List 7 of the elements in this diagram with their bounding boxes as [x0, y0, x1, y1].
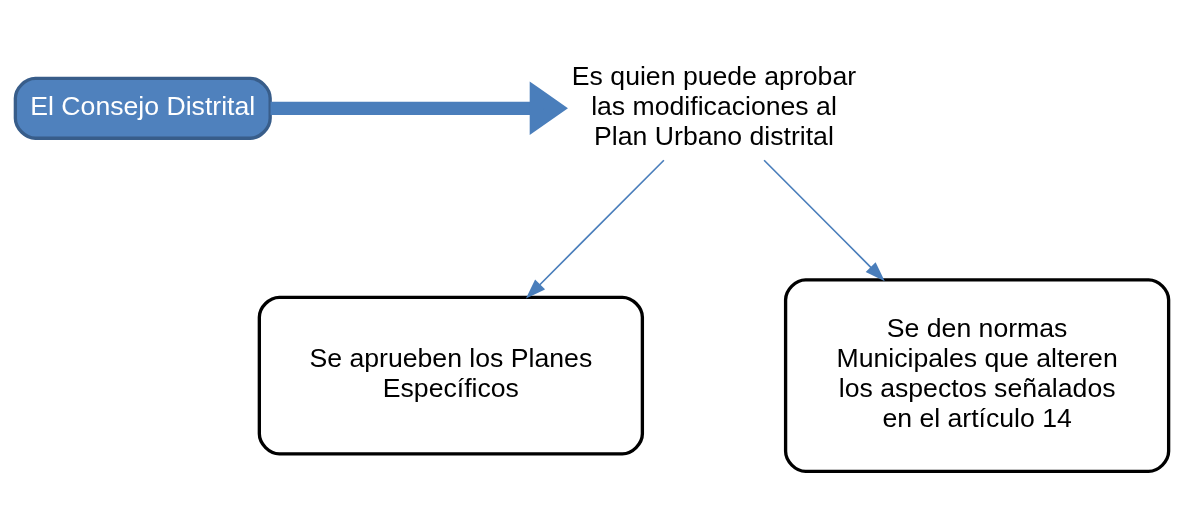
- arrow: [763, 158, 885, 281]
- node-box: El Consejo Distrital: [13, 76, 272, 140]
- node-box: Se den normas Municipales que alteren los aspectos señalados en el artículo 14: [783, 277, 1171, 473]
- node-box: Se aprueben los Planes Específicos: [257, 295, 645, 455]
- arrow: [270, 81, 568, 135]
- arrow: [525, 158, 665, 299]
- node-text: Es quien puede aprobar las modificaciones al Plan Urbano distrital: [571, 60, 857, 151]
